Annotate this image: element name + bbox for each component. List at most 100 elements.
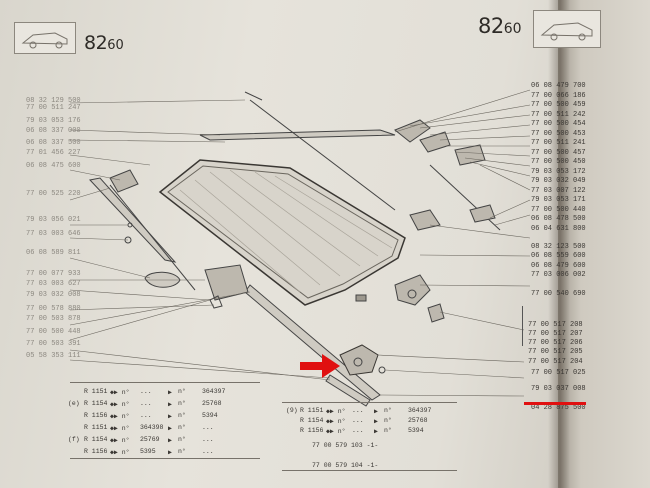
table-rule [282, 402, 457, 403]
table-cell-serial: 364397 [202, 388, 226, 395]
table-cell-model: R 1156 [84, 448, 108, 455]
table-rule [282, 470, 457, 471]
part-number: 77 00 503 391 [26, 340, 81, 348]
table-cell-n: n° [384, 407, 392, 414]
table-rule [70, 458, 260, 459]
page-number-right: 8260 [478, 14, 522, 38]
part-number: 77 00 517 206 [528, 339, 583, 347]
table-cell-n: n° [384, 417, 392, 424]
table-cell-serial: 25768 [408, 417, 428, 424]
table-cell-serial: 5394 [408, 427, 424, 434]
table-cell-dots: ... [352, 407, 364, 414]
part-number: 77 00 517 204 [528, 358, 583, 366]
part-number: 06 08 479 700 [531, 82, 586, 90]
part-number: 79 03 053 176 [26, 117, 81, 125]
part-number: 77 03 007 122 [531, 187, 586, 195]
table-cell-model: R 1154 [84, 400, 108, 407]
table-cell-sym: ◆▶ n° [326, 408, 346, 415]
table-cell-arrow: ▶ [168, 389, 172, 396]
table-cell-prefix: (f) [68, 436, 80, 443]
part-number: 77 00 511 247 [26, 104, 81, 112]
part-number: 77 00 500 440 [531, 206, 586, 214]
car-thumbnail-left [14, 22, 76, 54]
table-cell-n: n° [178, 388, 186, 395]
part-number: 77 00 578 880 [26, 305, 81, 313]
part-number: 77 03 003 627 [26, 280, 81, 288]
table-cell-serial: ... [202, 424, 214, 431]
part-number: 04 28 875 500 [531, 404, 586, 412]
part-number: 77 00 511 242 [531, 111, 586, 119]
part-number: 79 03 037 008 [531, 385, 586, 393]
part-number: 77 00 500 459 [531, 101, 586, 109]
table-cell-arrow: ▶ [374, 428, 378, 435]
table-cell-n: n° [178, 448, 186, 455]
part-number: 79 03 053 172 [531, 168, 586, 176]
part-number: 77 00 511 241 [531, 139, 586, 147]
table-cell-n: n° [178, 400, 186, 407]
table-cell-model: R 1151 [84, 424, 108, 431]
table-cell-arrow: ▶ [374, 418, 378, 425]
table-cell-model: R 1156 [300, 427, 324, 434]
page-number-left: 8260 [84, 32, 124, 54]
table-cell-arrow: ▶ [168, 401, 172, 408]
book-fold [548, 0, 570, 488]
part-number: 79 03 053 171 [531, 196, 586, 204]
part-number: 79 03 032 049 [531, 177, 586, 185]
table-cell-sym: ◆▶ n° [110, 437, 130, 444]
table-cell-serial: ... [202, 436, 214, 443]
page-number-main: 82 [478, 14, 504, 38]
table-cell-serial: 5394 [202, 412, 218, 419]
highlight-underline [524, 402, 586, 405]
car-icon [540, 22, 593, 41]
table-cell-n: n° [178, 424, 186, 431]
part-number: 05 58 353 111 [26, 352, 81, 360]
table-cell-dots: 25769 [140, 436, 160, 443]
part-number: 77 03 003 646 [26, 230, 81, 238]
part-number: 77 00 066 186 [531, 92, 586, 100]
part-number: 77 01 456 227 [26, 149, 81, 157]
table-cell-dots: ... [140, 400, 152, 407]
table-cell-model: R 1151 [84, 388, 108, 395]
table-cell-sym: ◆▶ n° [110, 413, 130, 420]
part-number: 77 03 006 002 [531, 271, 586, 279]
part-number: 77 00 540 690 [531, 290, 586, 298]
table-cell-prefix: (e) [68, 400, 80, 407]
table-cell-n: n° [178, 412, 186, 419]
table-cell-arrow: ▶ [168, 413, 172, 420]
table-cell-serial: 364397 [408, 407, 432, 414]
right-page-edge [558, 0, 650, 488]
part-number: 06 08 337 000 [26, 127, 81, 135]
part-number: 77 00 500 457 [531, 149, 586, 157]
table-cell-sym: ◆▶ n° [110, 389, 130, 396]
part-number: 06 04 631 800 [531, 225, 586, 233]
table-cell-sym: ◆▶ n° [110, 401, 130, 408]
part-number: 77 00 500 450 [531, 158, 586, 166]
part-number: 06 08 589 811 [26, 249, 81, 257]
page-number-sub: 60 [107, 38, 124, 53]
table-cell-dots: ... [352, 427, 364, 434]
part-number: 77 00 517 025 [531, 369, 586, 377]
car-icon [21, 32, 68, 49]
page-number-main: 82 [84, 32, 108, 54]
table-rule [70, 382, 260, 383]
part-number: 77 00 517 207 [528, 330, 583, 338]
table-cell-model: R 1156 [84, 412, 108, 419]
part-number: 06 08 559 600 [531, 252, 586, 260]
part-number: 77 00 500 453 [531, 130, 586, 138]
table-cell-dots: 364398 [140, 424, 164, 431]
table-cell-n: n° [384, 427, 392, 434]
table-cell-sym: ◆▶ n° [110, 425, 130, 432]
part-number: 77 00 517 208 [528, 321, 583, 329]
part-number: 77 00 500 454 [531, 120, 586, 128]
table-cell-n: n° [178, 436, 186, 443]
table-cell-sym: ◆▶ n° [326, 428, 346, 435]
part-number: 06 08 337 500 [26, 139, 81, 147]
page-number-sub: 60 [503, 21, 522, 37]
table-cell-dots: ... [140, 388, 152, 395]
highlight-arrow [300, 354, 340, 378]
table-cell-dots: 5395 [140, 448, 156, 455]
table-cell-serial: ... [202, 448, 214, 455]
car-thumbnail-right [533, 10, 601, 48]
